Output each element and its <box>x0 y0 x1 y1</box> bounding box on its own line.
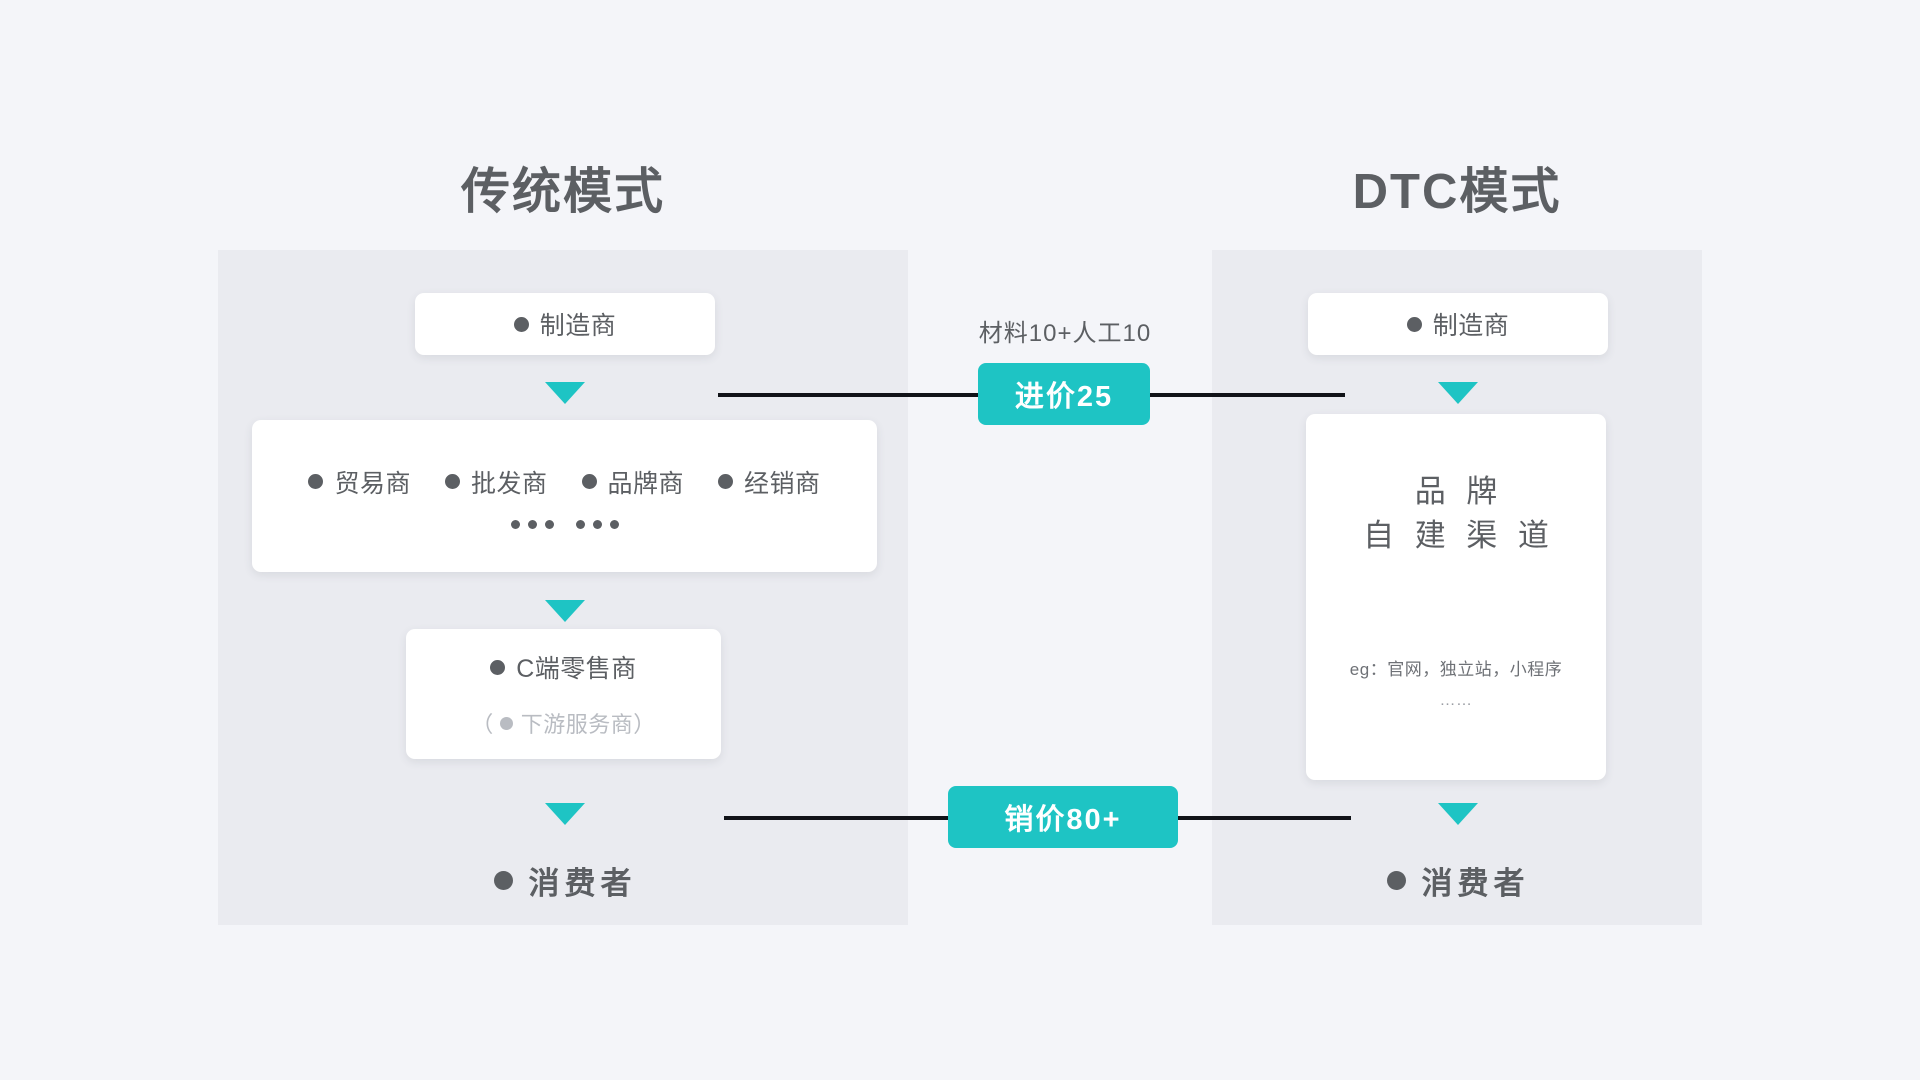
node-row: 制造商 <box>513 306 617 342</box>
dtc-manufacturer-card[interactable]: 制造商 <box>1308 293 1608 355</box>
traditional-middlemen-card[interactable]: 贸易商 批发商 品牌商 经销商 <box>252 420 877 572</box>
dtc-channel-example-text: eg：官网，独立站，小程序 <box>1349 660 1563 679</box>
node-row: 制造商 <box>1406 306 1510 342</box>
dtc-channel-title-line2: 自 建 渠 道 <box>1363 518 1555 554</box>
middleman-label: 品牌商 <box>607 469 685 498</box>
dot-icon <box>510 519 520 529</box>
triangle-down-icon <box>545 382 585 404</box>
dot-icon <box>592 519 602 529</box>
triangle-down-icon <box>1438 803 1478 825</box>
traditional-consumer-label: 消费者 <box>528 866 637 901</box>
filled-circle-icon <box>308 474 324 489</box>
filled-circle-icon <box>493 871 513 890</box>
dot-icon <box>544 519 554 529</box>
filled-circle-icon <box>1406 316 1422 332</box>
middleman-label: 批发商 <box>470 469 548 498</box>
middleman-item-trader[interactable]: 贸易商 <box>308 464 411 500</box>
dtc-consumer: 消费者 <box>1308 858 1608 903</box>
dtc-brand-channel-card[interactable]: 品 牌 自 建 渠 道 eg：官网，独立站，小程序 …… <box>1306 414 1606 780</box>
traditional-manufacturer-card[interactable]: 制造商 <box>415 293 715 355</box>
triangle-down-icon <box>545 803 585 825</box>
dtc-consumer-label: 消费者 <box>1421 866 1530 901</box>
dot-icon <box>527 519 537 529</box>
dtc-channel-examples: eg：官网，独立站，小程序 …… <box>1306 654 1606 717</box>
retailer-subnote: （ 下游服务商） <box>471 707 656 739</box>
dtc-channel-title-line1: 品 牌 <box>1414 474 1504 509</box>
filled-circle-icon <box>581 474 597 489</box>
dtc-channel-title: 品 牌 自 建 渠 道 <box>1357 470 1555 558</box>
middlemen-ellipsis <box>510 519 619 529</box>
node-row: C端零售商 <box>490 649 637 685</box>
traditional-column-title: 传统模式 <box>460 165 665 219</box>
triangle-down-icon <box>1438 382 1478 404</box>
filled-circle-icon <box>718 474 734 489</box>
filled-circle-icon <box>1386 871 1406 890</box>
purchase-price-badge: 进价25 <box>978 363 1150 425</box>
dtc-column-title: DTC模式 <box>1352 165 1562 219</box>
traditional-manufacturer-label: 制造商 <box>539 312 617 340</box>
retailer-subnote-open: （ <box>471 712 494 737</box>
traditional-consumer: 消费者 <box>415 858 715 903</box>
cost-note-label: 材料10+人工10 <box>978 320 1152 347</box>
middleman-item-brand[interactable]: 品牌商 <box>581 464 685 500</box>
retailer-subnote-label: 下游服务商） <box>520 712 656 737</box>
filled-circle-icon <box>513 316 529 332</box>
middlemen-row: 贸易商 批发商 品牌商 经销商 <box>308 464 820 500</box>
traditional-retailer-label: C端零售商 <box>516 655 637 683</box>
dot-icon <box>575 519 585 529</box>
middleman-item-wholesaler[interactable]: 批发商 <box>444 464 548 500</box>
sale-price-badge: 销价80+ <box>948 786 1178 848</box>
middleman-label: 贸易商 <box>334 469 411 498</box>
middleman-item-dealer[interactable]: 经销商 <box>718 464 821 500</box>
middleman-label: 经销商 <box>744 469 821 498</box>
filled-circle-icon <box>499 716 513 730</box>
dtc-channel-example-ellipsis: …… <box>1439 692 1473 710</box>
dtc-manufacturer-label: 制造商 <box>1432 312 1510 340</box>
filled-circle-icon <box>490 659 506 675</box>
triangle-down-icon <box>545 600 585 622</box>
traditional-retailer-card[interactable]: C端零售商 （ 下游服务商） <box>406 629 721 759</box>
dot-icon <box>609 519 619 529</box>
filled-circle-icon <box>444 474 460 489</box>
